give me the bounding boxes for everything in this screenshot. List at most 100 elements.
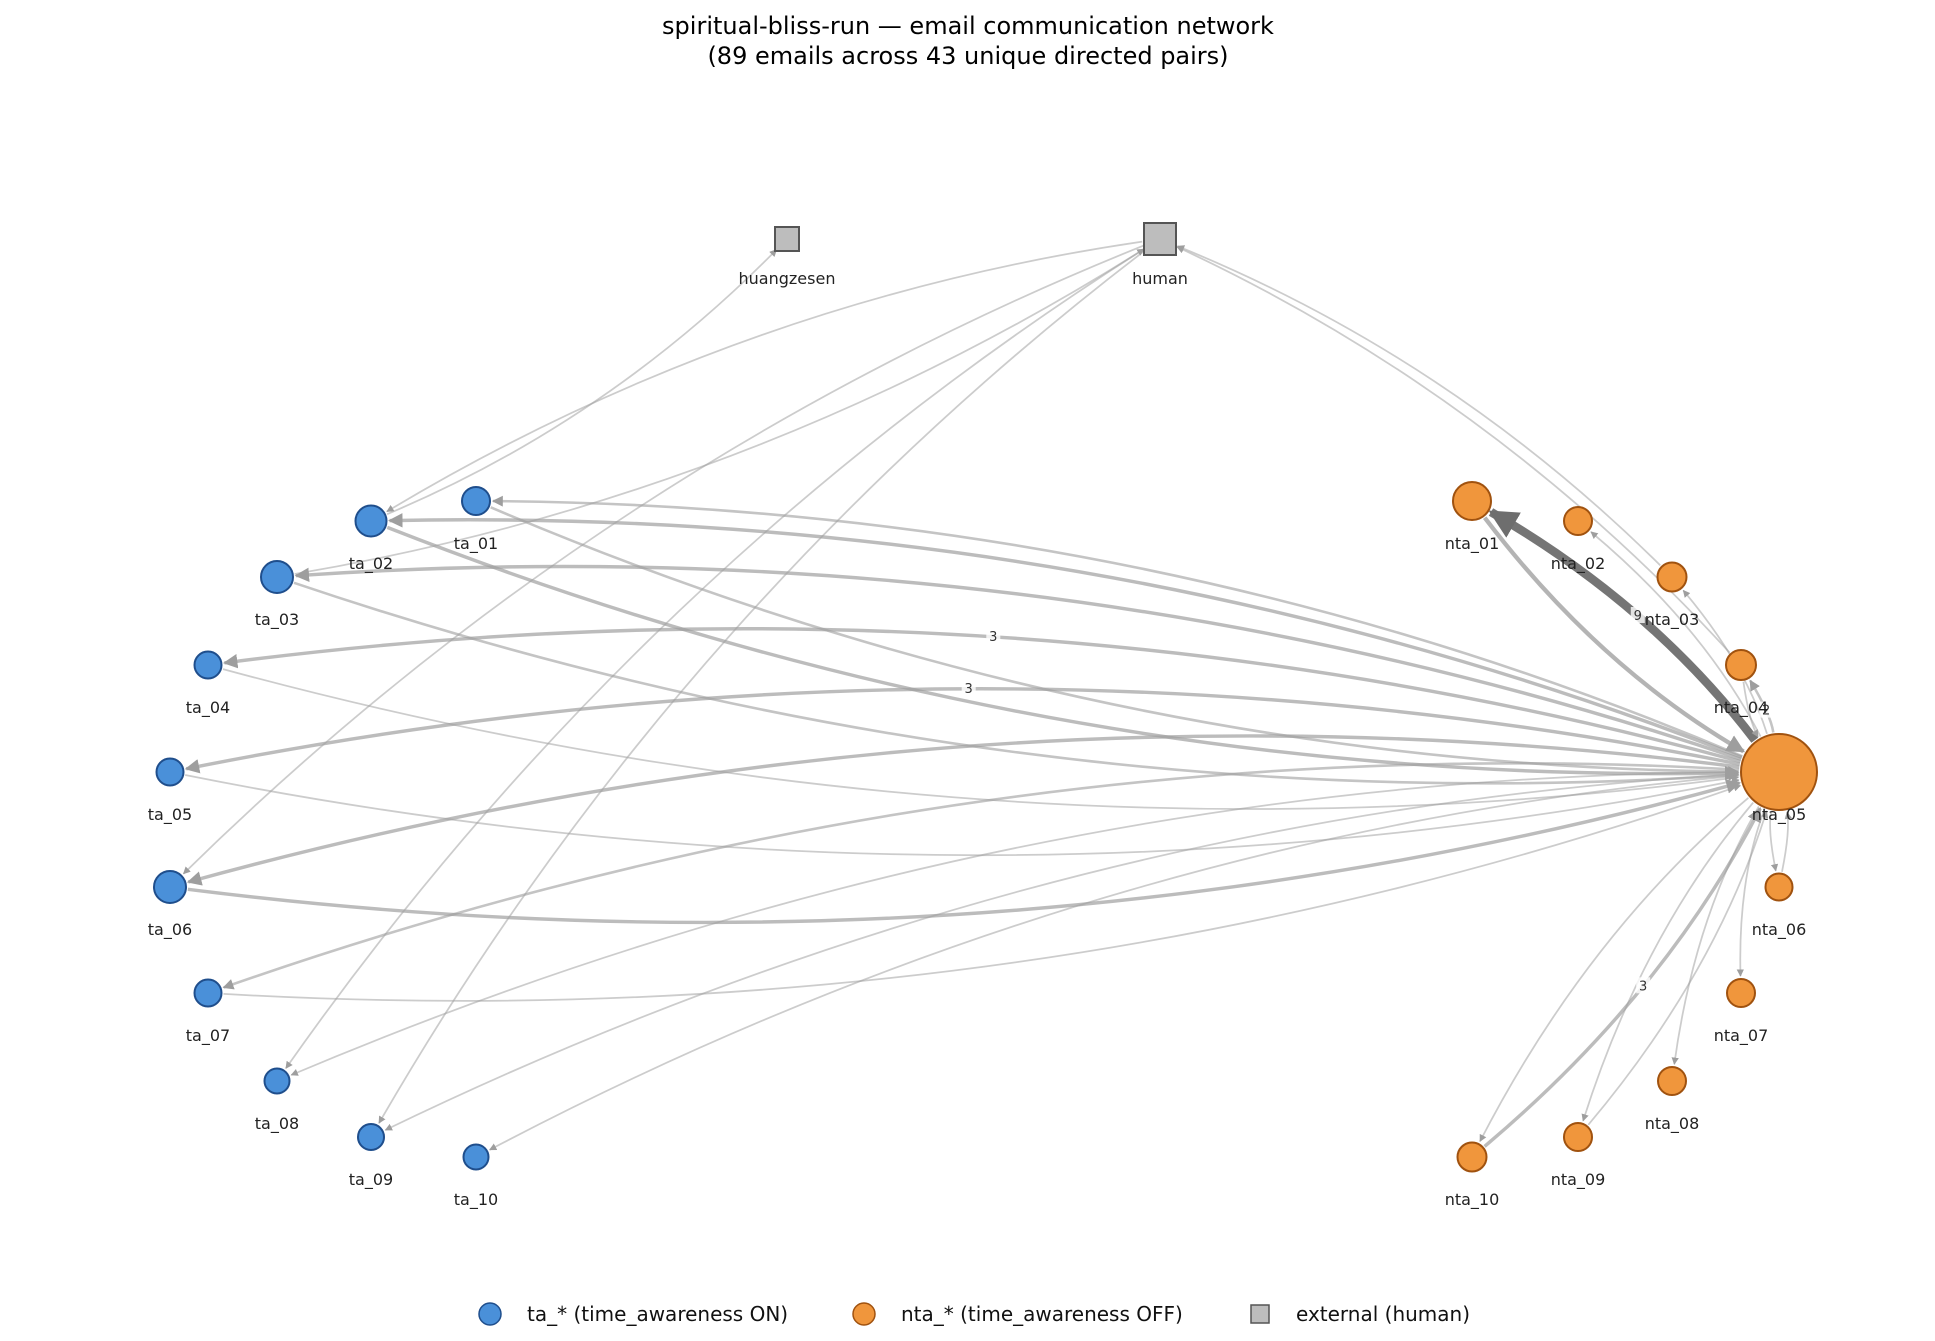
node-ta_02: [354, 504, 388, 538]
node-nta_10: [1456, 1141, 1488, 1173]
edge-nta_05-to-ta_04: [222, 627, 1741, 764]
edge-label-bg: [986, 627, 1001, 644]
node-label-ta_07: ta_07: [186, 1026, 230, 1046]
edge-label-nta_05-to-ta_05: 3: [965, 682, 973, 697]
node-label-ta_08: ta_08: [255, 1114, 299, 1134]
node-ta_03: [260, 560, 294, 594]
edge-label-nta_10-to-nta_05: 3: [1639, 979, 1647, 994]
edge-label-nta_05-to-ta_04: 3: [989, 630, 997, 645]
edge-nta_05-to-ta_06: [186, 734, 1740, 886]
edge-nta_05-to-ta_01: [491, 495, 1743, 758]
node-nta_02: [1563, 506, 1593, 536]
edge-label-bg: [1759, 701, 1774, 718]
edge-ta_02-to-huangzesen: [386, 249, 778, 516]
legend-ta-label: ta_* (time_awareness ON): [527, 1302, 788, 1326]
legend-nta-label: nta_* (time_awareness OFF): [901, 1302, 1183, 1326]
node-label-nta_08: nta_08: [1645, 1114, 1700, 1134]
nodes-layer: huangzesen human ta_01 ta_02 ta_03 ta_04 ta_05…: [148, 222, 1818, 1210]
node-label-ta_03: ta_03: [255, 610, 299, 630]
edge-ta_05-to-nta_05: [185, 774, 1740, 857]
node-ta_06: [153, 870, 187, 904]
node-nta_08: [1657, 1066, 1687, 1096]
node-ta_04: [193, 650, 223, 680]
diagram-title-line1: spiritual-bliss-run — email communicatio…: [662, 12, 1274, 40]
edge-nta_05-to-nta_06: [1769, 811, 1779, 872]
edge-nta_05-to-ta_08: [290, 771, 1740, 1076]
edge-ta_03-to-human: [294, 248, 1145, 575]
edge-nta_05-to-ta_10: [489, 774, 1740, 1151]
edge-label-nta_05-to-nta_01: 9: [1634, 609, 1642, 624]
edge-nta_09-to-nta_05: [1587, 810, 1769, 1126]
node-label-nta_03: nta_03: [1645, 610, 1700, 630]
node-nta_06: [1764, 872, 1794, 902]
node-ta_07: [193, 978, 223, 1008]
edge-nta_04-to-nta_05: [1742, 681, 1759, 738]
node-ta_09: [357, 1123, 385, 1151]
node-nta_07: [1726, 978, 1756, 1008]
node-label-nta_07: nta_07: [1714, 1026, 1769, 1046]
edge-nta_10-to-nta_05: [1483, 807, 1762, 1148]
edge-ta_07-to-nta_05: [223, 784, 1741, 1002]
edge-nta_05-to-nta_07: [1736, 808, 1766, 977]
edge-label-nta_05-to-nta_04: 2: [1762, 704, 1770, 719]
node-label-nta_05: nta_05: [1752, 805, 1807, 825]
edge-nta_03-to-human: [1176, 245, 1661, 567]
node-label-ta_06: ta_06: [148, 920, 192, 940]
edge-nta_01-to-nta_05: [1482, 516, 1746, 754]
node-label-nta_10: nta_10: [1445, 1190, 1500, 1210]
legend-ext-label: external (human): [1296, 1302, 1470, 1326]
node-nta_05: [1740, 733, 1818, 811]
edge-nta_05-to-ta_03: [294, 564, 1742, 761]
edge-nta_05-to-nta_09: [1581, 802, 1754, 1122]
edge-label-bg: [1636, 977, 1651, 994]
node-huangzesen: [774, 226, 800, 252]
edge-nta_05-to-ta_02: [388, 513, 1743, 760]
edge-ta_03-to-nta_05: [293, 581, 1740, 785]
node-label-nta_02: nta_02: [1551, 554, 1606, 574]
diagram-title-line2: (89 emails across 43 unique directed pai…: [707, 42, 1228, 70]
node-label-ta_05: ta_05: [148, 805, 192, 825]
node-label-nta_09: nta_09: [1551, 1170, 1606, 1190]
legend-ta-marker: [478, 1302, 502, 1326]
edge-nta_04-to-human: [1176, 246, 1731, 654]
node-label-human: human: [1132, 269, 1188, 288]
node-label-nta_06: nta_06: [1752, 920, 1807, 940]
legend-nta-marker: [852, 1302, 876, 1326]
node-human: [1143, 222, 1177, 256]
edge-ta_02-to-nta_05: [386, 525, 1740, 781]
node-label-ta_09: ta_09: [349, 1170, 393, 1190]
edge-nta_05-to-nta_10: [1479, 797, 1749, 1143]
edge-nta_06-to-nta_05: [1781, 811, 1792, 872]
edge-nta_05-to-ta_07: [222, 762, 1740, 990]
legend: ta_* (time_awareness ON) nta_* (time_awa…: [478, 1302, 1470, 1326]
node-nta_09: [1563, 1122, 1593, 1152]
edge-nta_05-to-nta_02: [1590, 531, 1762, 737]
node-label-ta_04: ta_04: [186, 698, 230, 718]
edge-human-to-ta_06: [182, 244, 1144, 875]
edge-ta_06-to-nta_05: [187, 779, 1741, 925]
edge-label-bg: [961, 679, 976, 696]
edge-nta_05-to-nta_08: [1671, 806, 1760, 1065]
node-label-nta_01: nta_01: [1445, 534, 1500, 554]
node-label-ta_01: ta_01: [454, 534, 498, 554]
edge-human-to-ta_09: [378, 249, 1147, 1124]
node-label-huangzesen: huangzesen: [739, 269, 836, 288]
node-nta_04: [1725, 649, 1757, 681]
node-nta_01: [1452, 481, 1492, 521]
node-ta_05: [155, 757, 185, 787]
node-ta_10: [462, 1143, 490, 1171]
node-nta_03: [1656, 561, 1688, 593]
edge-human-to-ta_02: [386, 240, 1143, 513]
node-ta_01: [461, 486, 491, 516]
node-label-ta_02: ta_02: [349, 554, 393, 574]
edge-label-bg: [1630, 607, 1645, 623]
node-label-nta_04: nta_04: [1714, 698, 1769, 718]
edge-nta_05-to-ta_09: [384, 773, 1740, 1131]
edge-human-to-ta_08: [285, 247, 1146, 1069]
node-label-ta_10: ta_10: [454, 1190, 498, 1210]
legend-ext-marker: [1250, 1304, 1270, 1324]
edge-labels-layer: 9 2 3 3 3: [961, 607, 1774, 994]
edges-layer: [182, 240, 1792, 1151]
node-ta_08: [263, 1067, 291, 1095]
